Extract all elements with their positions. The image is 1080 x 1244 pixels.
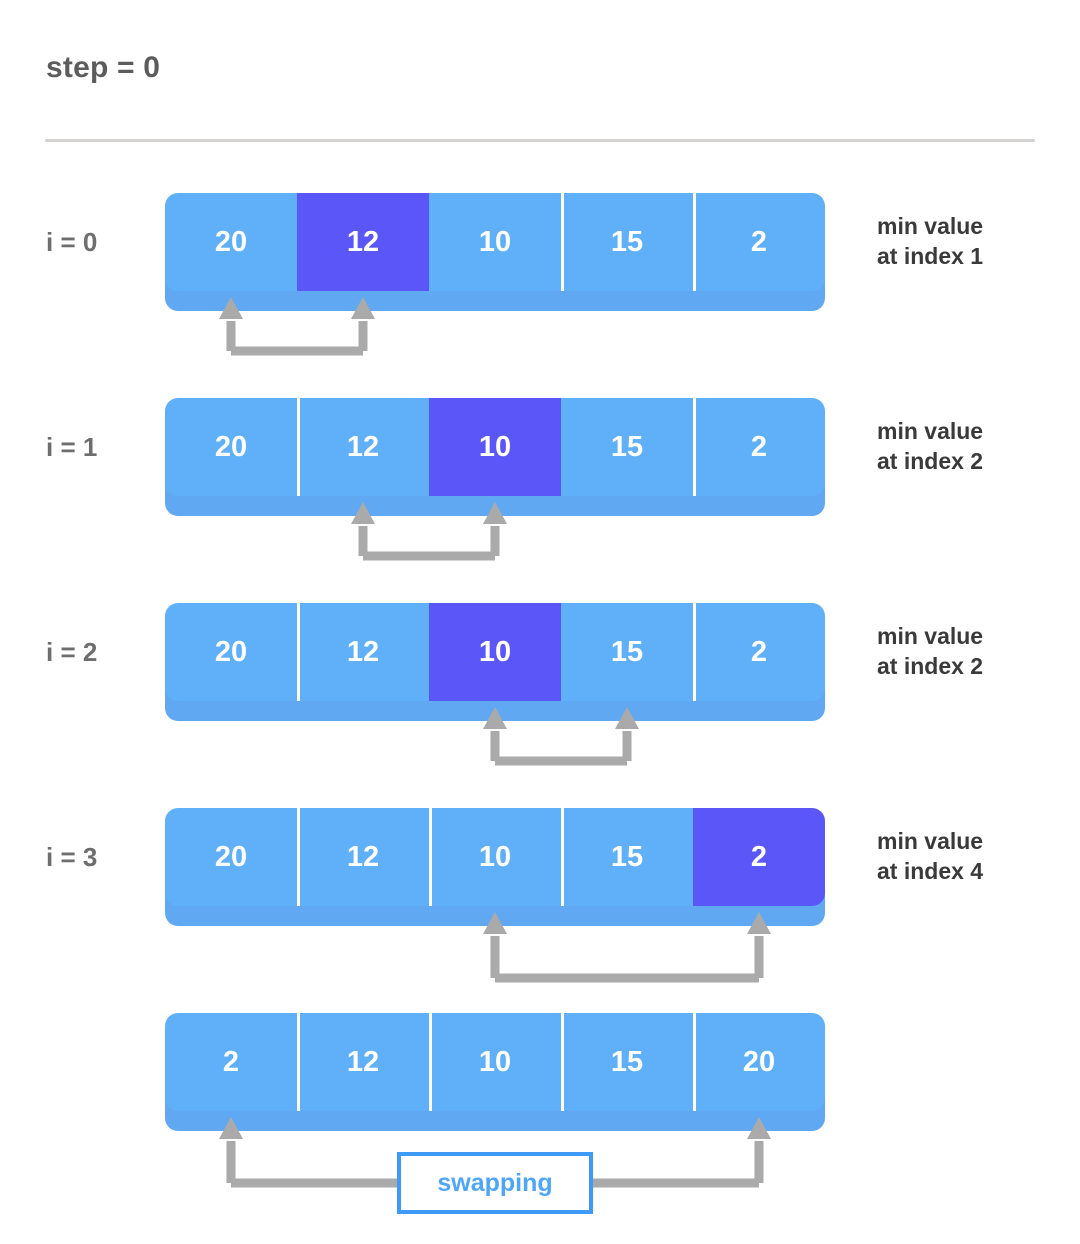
array-cell[interactable]: 10 xyxy=(429,193,561,291)
row-index-label: i = 1 xyxy=(46,432,98,462)
array-cell-highlighted[interactable]: 12 xyxy=(297,193,429,291)
array-cell[interactable]: 20 xyxy=(165,193,297,291)
swapping-badge: swapping xyxy=(397,1152,593,1214)
array-cell[interactable]: 15 xyxy=(561,1013,693,1111)
row-index-label: i = 0 xyxy=(46,227,98,257)
header-divider xyxy=(45,139,1035,142)
array-cell[interactable]: 12 xyxy=(297,808,429,906)
min-value-note: min value at index 2 xyxy=(877,623,984,680)
min-value-note: min value at index 2 xyxy=(877,418,984,475)
array-cell[interactable]: 10 xyxy=(429,1013,561,1111)
row-index-label: i = 2 xyxy=(46,637,98,667)
array-cell[interactable]: 12 xyxy=(297,398,429,496)
array-cell[interactable]: 2 xyxy=(693,398,825,496)
array-cell[interactable]: 2 xyxy=(693,603,825,701)
array-cell[interactable]: 2 xyxy=(693,193,825,291)
min-value-note: min value at index 1 xyxy=(877,213,984,270)
array-cell[interactable]: 20 xyxy=(165,808,297,906)
array-cell[interactable]: 15 xyxy=(561,193,693,291)
array-cell[interactable]: 12 xyxy=(297,603,429,701)
array-cell[interactable]: 10 xyxy=(429,808,561,906)
step-label: step = 0 xyxy=(46,51,161,84)
array-cell[interactable]: 20 xyxy=(165,398,297,496)
array-cell[interactable]: 20 xyxy=(693,1013,825,1111)
array-cell[interactable]: 15 xyxy=(561,808,693,906)
array-cell-highlighted[interactable]: 10 xyxy=(429,603,561,701)
array-cell[interactable]: 20 xyxy=(165,603,297,701)
array-cell[interactable]: 12 xyxy=(297,1013,429,1111)
array-cell[interactable]: 15 xyxy=(561,603,693,701)
array-cell[interactable]: 2 xyxy=(165,1013,297,1111)
array-cell-highlighted[interactable]: 10 xyxy=(429,398,561,496)
row-index-label: i = 3 xyxy=(46,842,98,872)
array-cell-highlighted[interactable]: 2 xyxy=(693,808,825,906)
array-cell[interactable]: 15 xyxy=(561,398,693,496)
min-value-note: min value at index 4 xyxy=(877,828,984,885)
